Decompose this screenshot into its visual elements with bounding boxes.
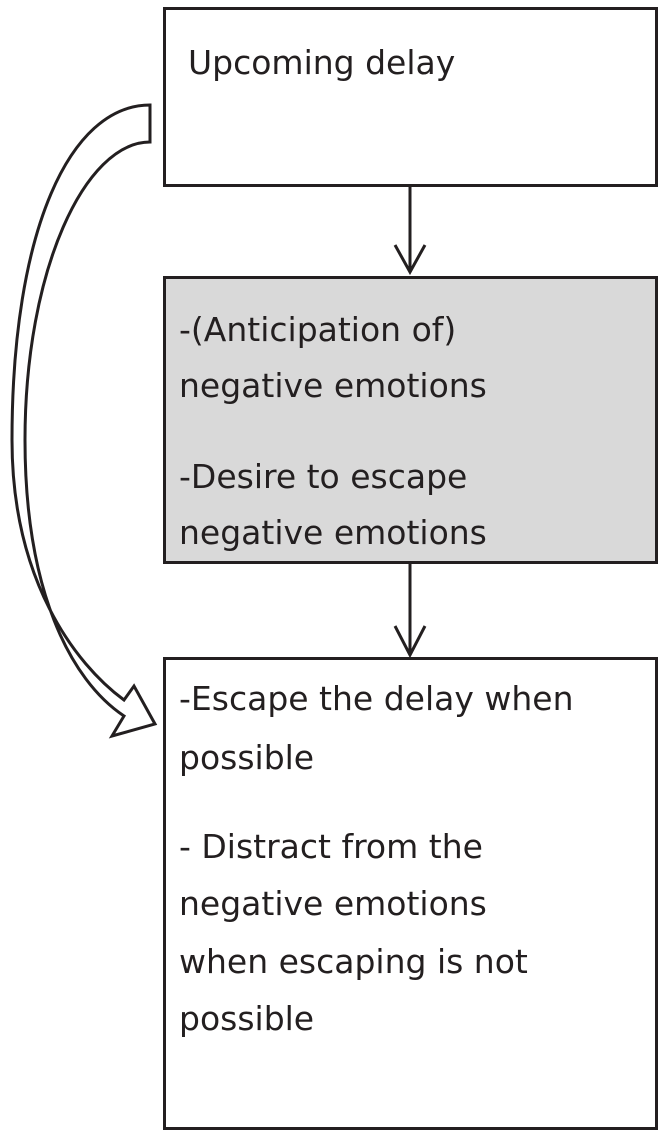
bypass-curved-arrow xyxy=(10,103,158,739)
negative-emotions-line-1: -(Anticipation of) xyxy=(179,310,457,349)
negative-emotions-line-4: negative emotions xyxy=(179,513,487,552)
arrow-middle-to-bottom xyxy=(393,564,427,659)
negative-emotions-box xyxy=(163,276,658,564)
escape-distract-line-5: when escaping is not xyxy=(179,942,528,981)
escape-distract-line-3: - Distract from the xyxy=(179,827,483,866)
escape-distract-line-1: -Escape the delay when xyxy=(179,679,574,718)
upcoming-delay-text: Upcoming delay xyxy=(188,43,456,82)
arrow-top-to-middle xyxy=(393,187,427,276)
escape-distract-box xyxy=(163,657,658,1130)
negative-emotions-line-2: negative emotions xyxy=(179,366,487,405)
negative-emotions-line-3: -Desire to escape xyxy=(179,457,468,496)
upcoming-delay-box xyxy=(163,7,658,187)
escape-distract-line-2: possible xyxy=(179,738,315,777)
escape-distract-line-6: possible xyxy=(179,999,315,1038)
escape-distract-line-4: negative emotions xyxy=(179,884,487,923)
